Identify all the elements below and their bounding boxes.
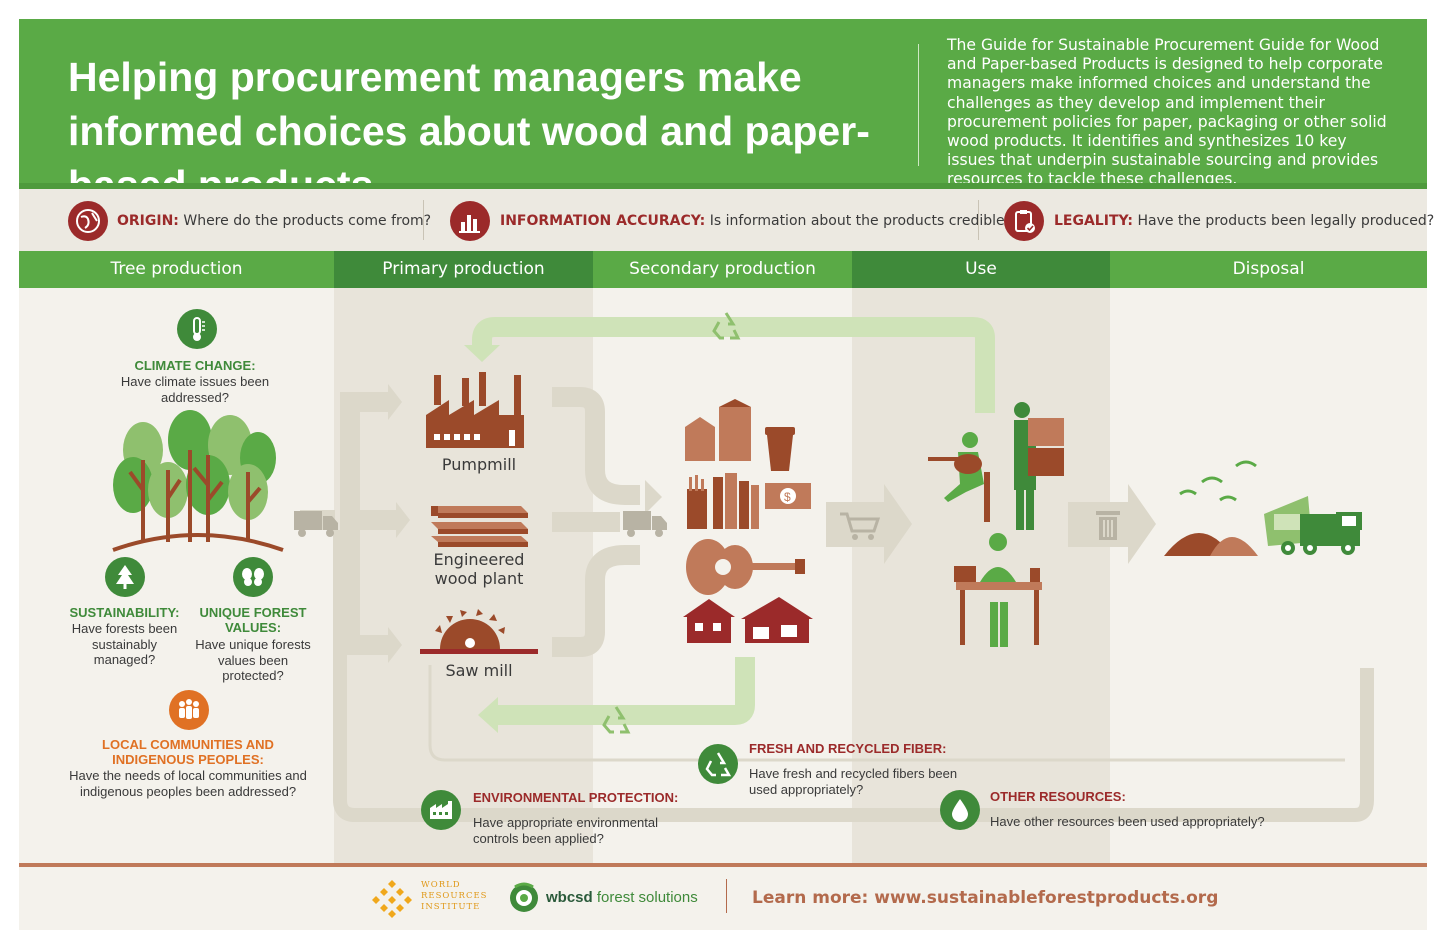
outer-loop-arrow bbox=[333, 530, 1374, 822]
question-origin-text: Where do the products come from? bbox=[178, 213, 432, 229]
climate-change-text: Have climate issues been addressed? bbox=[120, 374, 270, 405]
question-information-label: INFORMATION ACCURACY: bbox=[500, 213, 706, 229]
footer bbox=[19, 867, 1427, 930]
arrowhead bbox=[388, 384, 402, 420]
wbcsd-subtitle: forest solutions bbox=[592, 889, 698, 906]
arrowhead bbox=[388, 627, 402, 663]
question-bar bbox=[19, 189, 1427, 251]
header-strip bbox=[19, 183, 1427, 189]
fiber-text: Have fresh and recycled fibers been used… bbox=[749, 766, 958, 797]
communities-text: Have the needs of local communities and … bbox=[69, 768, 307, 799]
pumpmill-factory-icon bbox=[424, 370, 530, 455]
unique-forest-title: UNIQUE FOREST VALUES: bbox=[199, 605, 307, 635]
wri-line: INSTITUTE bbox=[421, 902, 481, 912]
communities-title: LOCAL COMMUNITIES AND INDIGENOUS PEOPLES… bbox=[102, 737, 274, 767]
saw-blade-icon bbox=[420, 603, 538, 662]
footer-separator bbox=[726, 879, 727, 913]
people-icon bbox=[169, 690, 209, 730]
merge-arrow-top bbox=[552, 387, 640, 505]
question-separator bbox=[978, 200, 979, 240]
wri-line: RESOURCES bbox=[421, 891, 488, 901]
unique-forest-text: Have unique forests values been protecte… bbox=[195, 637, 311, 683]
environment-title: ENVIRONMENTAL PROTECTION: bbox=[473, 790, 679, 805]
header-description: The Guide for Sustainable Procurement Gu… bbox=[947, 36, 1387, 189]
question-legality: LEGALITY: Have the products been legally… bbox=[1054, 213, 1434, 229]
wbcsd-name: wbcsd bbox=[546, 889, 593, 906]
butterfly-icon bbox=[233, 557, 273, 597]
pine-tree-icon bbox=[105, 557, 145, 597]
resources-title: OTHER RESOURCES: bbox=[990, 789, 1126, 804]
recycle-arrow-top bbox=[472, 317, 995, 413]
climate-change-title: CLIMATE CHANGE: bbox=[134, 358, 256, 373]
sawmill-label: Saw mill bbox=[445, 661, 513, 680]
header-divider bbox=[918, 44, 919, 166]
engineered-wood-icon bbox=[426, 498, 530, 553]
thermometer-icon bbox=[177, 309, 217, 349]
header-banner bbox=[19, 19, 1427, 186]
recycle-arrow-bottom bbox=[495, 657, 755, 725]
truck-icon bbox=[292, 506, 340, 545]
sustainability-title: SUSTAINABILITY: bbox=[69, 605, 180, 620]
wbcsd-text: wbcsd forest solutions bbox=[546, 889, 698, 906]
pumpmill-label: Pumpmill bbox=[441, 455, 517, 474]
wbcsd-logo-icon bbox=[505, 879, 543, 922]
question-legality-label: LEGALITY: bbox=[1054, 213, 1134, 229]
stage-use: Use bbox=[852, 251, 1110, 288]
svg-text:$: $ bbox=[784, 490, 791, 504]
water-drop-icon bbox=[940, 790, 980, 830]
truck-icon bbox=[621, 506, 669, 545]
question-information: INFORMATION ACCURACY: Is information abo… bbox=[500, 213, 1012, 229]
shopping-cart-icon bbox=[838, 510, 882, 547]
question-legality-text: Have the products been legally produced? bbox=[1133, 213, 1435, 229]
stage-disposal: Disposal bbox=[1110, 251, 1427, 288]
arrowhead bbox=[884, 484, 912, 564]
trash-bin-icon bbox=[1093, 508, 1123, 547]
footer-line bbox=[19, 863, 1427, 867]
wri-line: WORLD bbox=[421, 880, 461, 890]
question-origin-label: ORIGIN: bbox=[117, 213, 179, 229]
arrowhead bbox=[464, 345, 500, 362]
arrowhead bbox=[645, 480, 662, 514]
sustainability-text: Have forests been sustainably managed? bbox=[71, 621, 178, 667]
merge-arrow-bottom bbox=[552, 545, 640, 657]
question-origin: ORIGIN: Where do the products come from? bbox=[117, 213, 431, 229]
forest-illustration bbox=[108, 410, 288, 560]
stage-tree-production: Tree production bbox=[19, 251, 334, 288]
disposal-illustration bbox=[1160, 452, 1370, 567]
globe-icon bbox=[68, 201, 108, 241]
products-illustration: $ bbox=[683, 397, 813, 652]
environment-text: Have appropriate environmental controls … bbox=[473, 815, 658, 846]
recycle-fiber-icon bbox=[698, 744, 738, 784]
bar-chart-icon bbox=[450, 201, 490, 241]
wri-text: WORLD RESOURCES INSTITUTE bbox=[421, 880, 488, 913]
stage-primary-production: Primary production bbox=[334, 251, 593, 288]
fiber-title: FRESH AND RECYCLED FIBER: bbox=[749, 741, 947, 756]
resources-text: Have other resources been used appropria… bbox=[990, 814, 1265, 829]
question-separator bbox=[423, 200, 424, 240]
recycle-icon bbox=[708, 308, 744, 349]
arrowhead bbox=[478, 697, 498, 733]
page-title: Helping procurement managers make inform… bbox=[68, 54, 870, 208]
arrowhead bbox=[396, 502, 410, 538]
stage-secondary-production: Secondary production bbox=[593, 251, 852, 288]
clipboard-check-icon bbox=[1004, 201, 1044, 241]
wri-logo bbox=[372, 878, 412, 923]
recycle-icon bbox=[598, 702, 634, 743]
inner-line bbox=[428, 665, 1345, 762]
learn-more-link[interactable]: Learn more: www.sustainableforestproduct… bbox=[752, 888, 1219, 908]
people-using-products-illustration bbox=[918, 402, 1068, 657]
factory-icon bbox=[421, 790, 461, 830]
engineered-label: Engineered wood plant bbox=[433, 550, 525, 588]
question-information-text: Is information about the products credib… bbox=[705, 213, 1013, 229]
arrowhead bbox=[1128, 484, 1156, 564]
